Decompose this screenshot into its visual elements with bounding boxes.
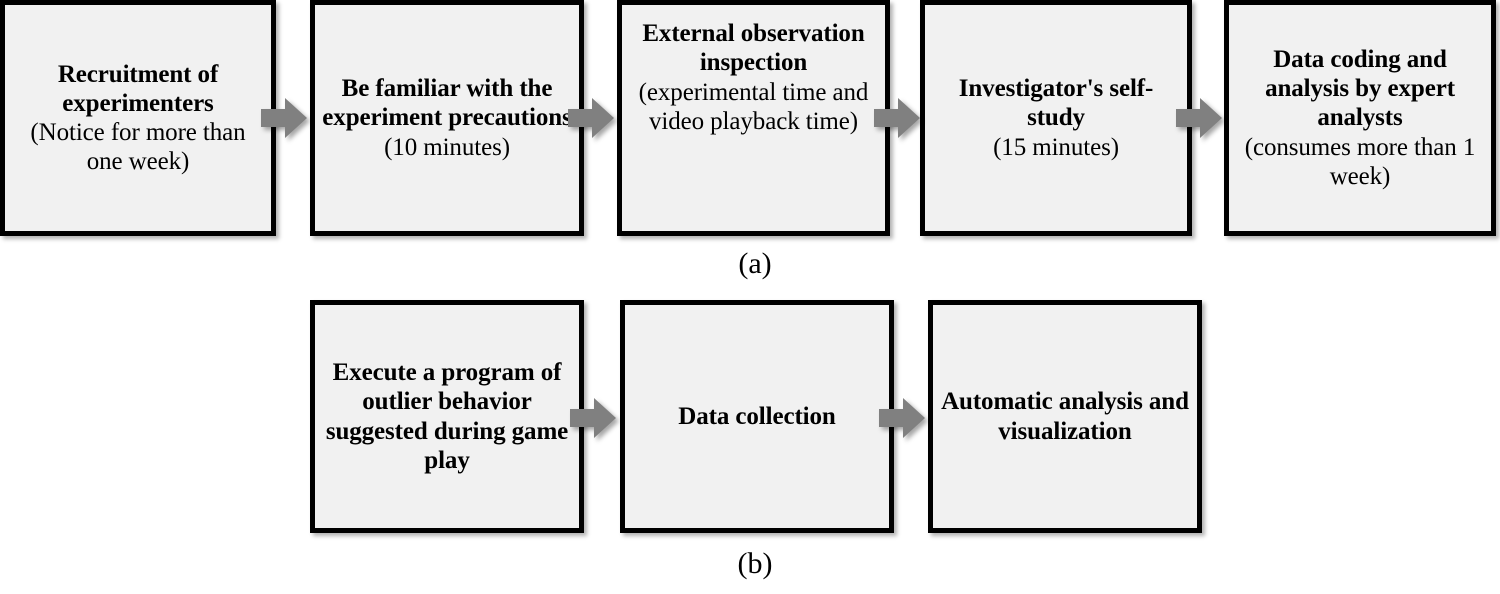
process-box-a1-title: Recruitment of experimenters (57, 60, 219, 117)
process-box-a1-sub: (Notice for more than one week) (30, 119, 246, 176)
right-arrow-icon (874, 95, 920, 141)
process-box-b3-title: Automatic analysis and visualization (941, 388, 1189, 445)
process-box-b1-text: Execute a program of outlier behavior su… (315, 358, 579, 475)
process-box-b2[interactable]: Data collection (620, 300, 894, 533)
right-arrow-icon (879, 395, 925, 441)
process-box-a4-sub: (15 minutes) (993, 133, 1119, 161)
process-box-b3[interactable]: Automatic analysis and visualization (928, 300, 1202, 533)
process-box-a2-sub: (10 minutes) (384, 133, 510, 161)
right-arrow-icon (570, 395, 616, 441)
process-box-a1-text: Recruitment of experimenters (Notice for… (5, 60, 271, 177)
process-box-a1[interactable]: Recruitment of experimenters (Notice for… (0, 0, 276, 236)
right-arrow-icon (1176, 95, 1222, 141)
process-box-a5-title: Data coding and analysis by expert analy… (1265, 45, 1455, 132)
process-box-a5-sub: (consumes more than 1 week) (1244, 133, 1476, 190)
process-box-b1-title: Execute a program of outlier behavior su… (325, 359, 569, 474)
process-box-a4-title: Investigator's self-study (958, 75, 1154, 132)
process-box-a3[interactable]: External observation inspection (experim… (617, 0, 890, 236)
process-box-a3-text: External observation inspection (experim… (622, 19, 885, 136)
process-box-a2[interactable]: Be familiar with the experiment precauti… (310, 0, 584, 236)
figure-caption-a: (a) (738, 247, 772, 280)
process-box-a2-title: Be familiar with the experiment precauti… (322, 75, 572, 132)
process-box-b2-title: Data collection (678, 402, 836, 430)
process-box-a4[interactable]: Investigator's self-study (15 minutes) (920, 0, 1192, 236)
figure-caption-b: (b) (737, 547, 773, 580)
process-box-a5[interactable]: Data coding and analysis by expert analy… (1224, 0, 1496, 236)
process-box-a3-sub: (experimental time and video playback ti… (638, 78, 869, 135)
process-box-a4-text: Investigator's self-study (15 minutes) (925, 74, 1187, 162)
right-arrow-icon (261, 95, 307, 141)
process-box-a3-title: External observation inspection (642, 20, 865, 77)
process-box-b3-text: Automatic analysis and visualization (933, 387, 1197, 446)
process-box-a2-text: Be familiar with the experiment precauti… (315, 74, 579, 162)
process-box-a5-text: Data coding and analysis by expert analy… (1229, 45, 1491, 191)
right-arrow-icon (568, 95, 614, 141)
process-box-b2-text: Data collection (625, 402, 889, 431)
process-box-b1[interactable]: Execute a program of outlier behavior su… (310, 300, 584, 533)
